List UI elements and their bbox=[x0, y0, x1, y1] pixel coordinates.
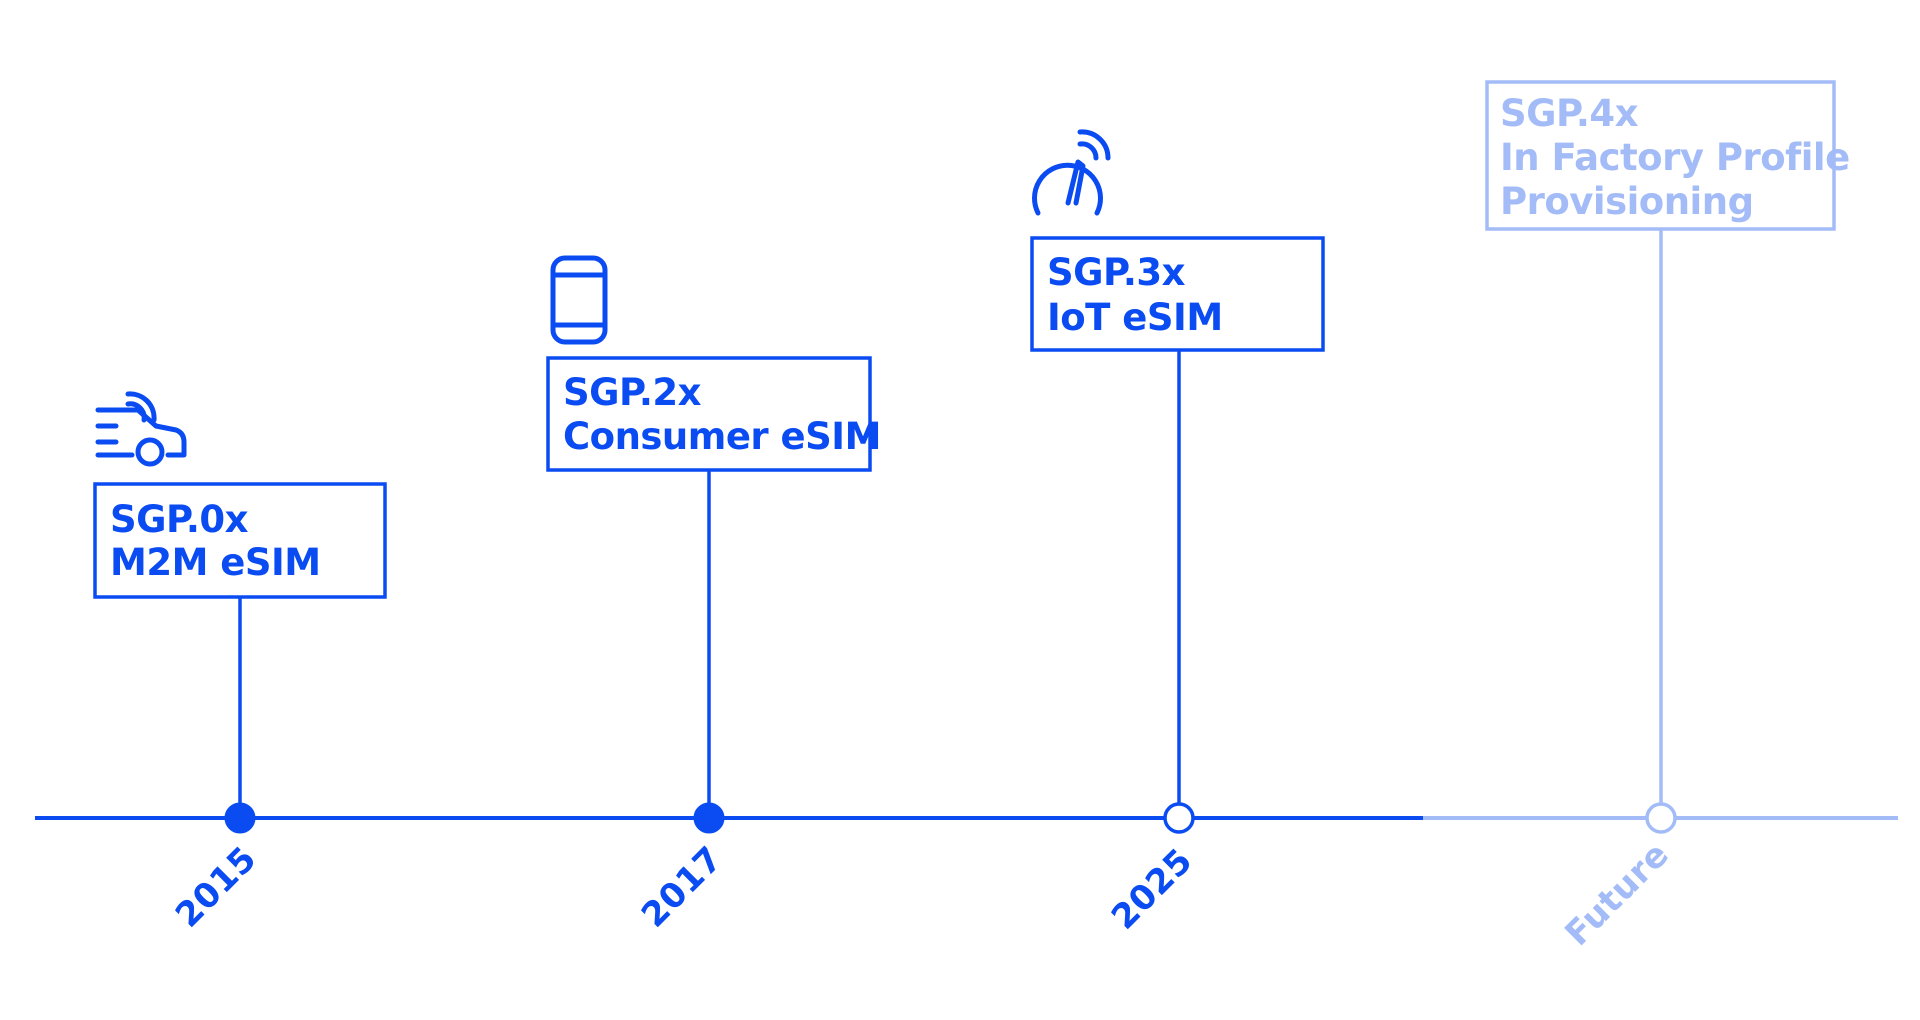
milestone-marker-filled bbox=[693, 802, 725, 834]
year-label: 2017 bbox=[634, 839, 731, 936]
year-label: 2015 bbox=[168, 839, 265, 936]
connected-gauge-icon bbox=[1032, 129, 1111, 216]
milestone-description: IoT eSIM bbox=[1047, 296, 1223, 339]
milestone-description-line-1: In Factory Profile bbox=[1500, 136, 1850, 179]
milestone-marker-hollow bbox=[1645, 802, 1677, 834]
year-label: Future bbox=[1557, 834, 1677, 954]
milestone-description: Consumer eSIM bbox=[563, 415, 881, 458]
milestone-box bbox=[1485, 80, 1836, 231]
year-label: 2025 bbox=[1104, 841, 1201, 938]
milestone-code: SGP.3x bbox=[1047, 251, 1186, 294]
milestone-box bbox=[93, 482, 387, 599]
milestone-code: SGP.4x bbox=[1500, 92, 1639, 135]
connected-car-icon bbox=[95, 391, 187, 467]
milestone-code: SGP.2x bbox=[563, 371, 702, 414]
smartphone-icon bbox=[550, 255, 608, 345]
milestone-marker-hollow bbox=[1163, 802, 1195, 834]
milestone-marker-filled bbox=[224, 802, 256, 834]
milestone-2015: SGP.0x M2M eSIM 2015 bbox=[93, 391, 387, 936]
milestone-code: SGP.0x bbox=[110, 498, 249, 541]
milestone-description-line-2: Provisioning bbox=[1500, 180, 1754, 223]
milestone-future: SGP.4x In Factory Profile Provisioning F… bbox=[1485, 80, 1850, 954]
milestone-description: M2M eSIM bbox=[110, 541, 321, 584]
milestone-2017: SGP.2x Consumer eSIM 2017 bbox=[546, 255, 881, 936]
